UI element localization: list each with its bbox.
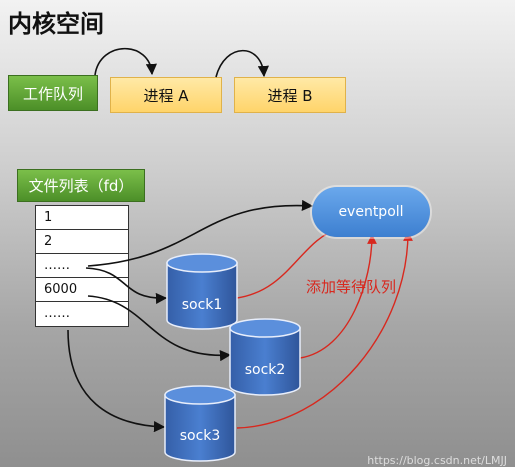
fd-to-eventpoll-arrow [87,199,314,267]
sock1-label: sock1 [181,297,223,313]
wait-queue-label: 添加等待队列 [306,278,397,296]
fd-to-sock2-arrow [87,295,232,362]
process-a-box: 进程 A [110,77,222,113]
fd-table: 1 2 …… 6000 …… [35,205,129,327]
sock2-cylinder [229,318,301,396]
fd-row: …… [44,306,70,321]
fd-to-sock1-arrow [85,267,168,305]
sock3-cylinder [164,385,236,462]
sock3-label: sock3 [179,428,221,444]
page-title: 内核空间 [8,10,104,38]
fd-row: …… [36,254,128,278]
process-a-label: 进程 A [143,86,189,105]
eventpoll-node: eventpoll [312,187,430,237]
watermark: https://blog.csdn.net/LMJJ [367,454,507,467]
fd-to-sock3-arrow [67,329,166,433]
eventpoll-label: eventpoll [338,204,404,220]
fd-header-box: 文件列表（fd） [17,169,145,202]
work-queue-label: 工作队列 [22,84,83,103]
sock1-cylinder [166,253,238,330]
process-b-label: 进程 B [267,86,313,105]
fd-header-label: 文件列表（fd） [28,177,134,195]
fd-row: 1 [36,206,128,230]
fd-row: 6000 [36,278,128,302]
sock2-label: sock2 [244,362,286,378]
sock3-to-eventpoll-red-arrow [236,231,413,429]
process-b-box: 进程 B [234,77,346,113]
work-queue-box: 工作队列 [8,75,98,111]
sock2-to-eventpoll-red-arrow [299,234,377,359]
work-queue-to-process-a-arrow [94,48,157,76]
process-a-to-process-b-arrow [215,50,269,78]
fd-row: 2 [36,230,128,254]
